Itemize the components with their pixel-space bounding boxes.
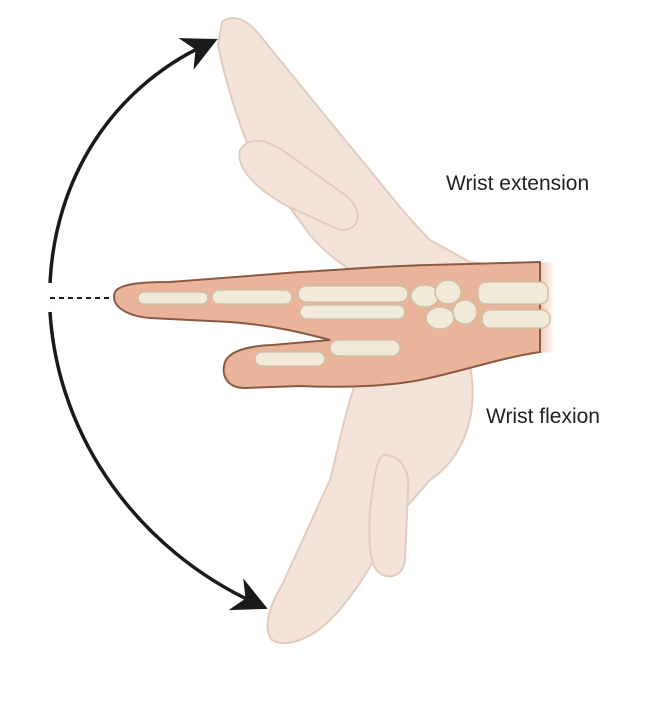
carpal-bone bbox=[434, 279, 462, 305]
carpal-bone bbox=[425, 306, 455, 330]
carpal-bone bbox=[410, 284, 440, 308]
neutral-hand bbox=[113, 260, 555, 390]
extended-hand-thumb bbox=[238, 139, 359, 232]
extension-arrow bbox=[48, 38, 218, 284]
thumb-bone bbox=[329, 339, 401, 357]
wrist-flexion-label: Wrist flexion bbox=[486, 405, 600, 428]
ulna-bone bbox=[481, 309, 551, 329]
flexed-hand bbox=[266, 363, 474, 645]
metacarpal-bone bbox=[299, 304, 406, 320]
thumb-bone bbox=[254, 351, 326, 367]
hand-bones bbox=[137, 279, 551, 367]
phalanx-bone bbox=[137, 291, 209, 305]
metacarpal-bone bbox=[297, 285, 409, 303]
neutral-hand-outline bbox=[113, 260, 541, 390]
phalanx-bone bbox=[211, 289, 293, 305]
flexion-arrow bbox=[48, 311, 268, 611]
radius-bone bbox=[477, 281, 549, 305]
flexed-hand-thumb bbox=[368, 453, 410, 578]
extended-hand bbox=[216, 17, 521, 301]
carpal-bone bbox=[452, 299, 478, 325]
wrist-extension-label: Wrist extension bbox=[446, 172, 590, 195]
